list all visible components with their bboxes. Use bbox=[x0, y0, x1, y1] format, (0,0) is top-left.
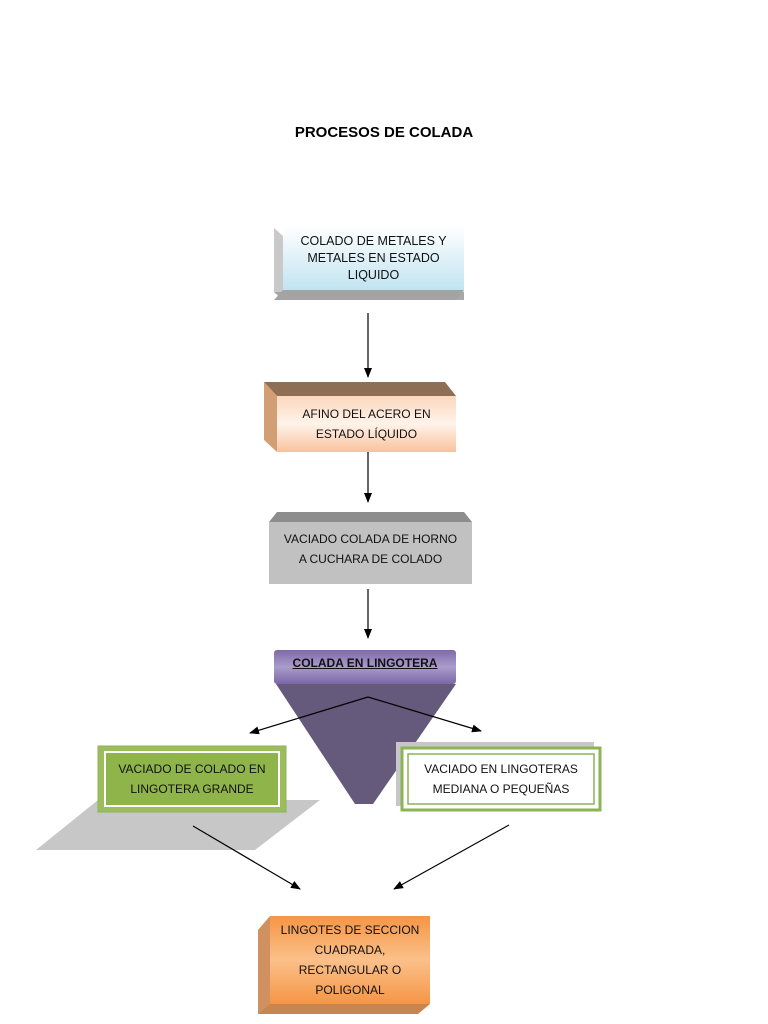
box7-text: LINGOTES DE SECCION CUADRADA, RECTANGULA… bbox=[270, 918, 430, 1002]
box1-text: COLADO DE METALES Y METALES EN ESTADO LI… bbox=[283, 228, 464, 288]
box3-text: VACIADO COLADA DE HORNO A CUCHARA DE COL… bbox=[269, 526, 472, 572]
box7-shape bbox=[258, 916, 430, 1014]
box3-line: A CUCHARA DE COLADO bbox=[298, 552, 443, 566]
box2-line: AFINO DEL ACERO EN bbox=[302, 407, 431, 421]
arrow-4-5 bbox=[249, 696, 369, 735]
box5-shape bbox=[97, 745, 287, 813]
page-title: PROCESOS DE COLADA bbox=[294, 124, 474, 141]
box2-line: ESTADO LÍQUIDO bbox=[315, 427, 418, 441]
box5-line: VACIADO DE COLADO EN bbox=[118, 762, 266, 776]
box3-shape bbox=[269, 512, 472, 584]
box1-shape bbox=[274, 226, 464, 300]
box7-line: POLIGONAL bbox=[315, 983, 385, 997]
box4-shape bbox=[274, 650, 456, 684]
arrow-4-6 bbox=[367, 696, 482, 733]
box1-line: METALES EN ESTADO bbox=[307, 250, 440, 265]
arrow-5-7 bbox=[192, 825, 301, 890]
box4-text: COLADA EN LINGOTERA bbox=[274, 652, 456, 674]
box1-line: COLADO DE METALES Y bbox=[300, 233, 447, 248]
box6-line: VACIADO EN LINGOTERAS bbox=[424, 762, 578, 776]
box2-shape bbox=[264, 382, 456, 452]
box5-text: VACIADO DE COLADO EN LINGOTERA GRANDE bbox=[105, 752, 279, 806]
box7-line: CUADRADA, bbox=[314, 943, 386, 957]
box2-text: AFINO DEL ACERO EN ESTADO LÍQUIDO bbox=[277, 398, 456, 450]
box3-line: VACIADO COLADA DE HORNO bbox=[283, 532, 458, 546]
box1-line: LIQUIDO bbox=[347, 267, 400, 282]
arrow-6-7 bbox=[393, 824, 510, 890]
box7-line: RECTANGULAR O bbox=[298, 963, 402, 977]
box4-triangle bbox=[276, 684, 456, 804]
box4-label: COLADA EN LINGOTERA bbox=[292, 656, 438, 670]
box5-line: LINGOTERA GRANDE bbox=[130, 782, 254, 796]
box7-line: LINGOTES DE SECCION bbox=[280, 923, 420, 937]
box6-shape bbox=[396, 742, 602, 812]
box6-text: VACIADO EN LINGOTERAS MEDIANA O PEQUEÑAS bbox=[408, 754, 594, 804]
box6-line: MEDIANA O PEQUEÑAS bbox=[432, 782, 570, 796]
